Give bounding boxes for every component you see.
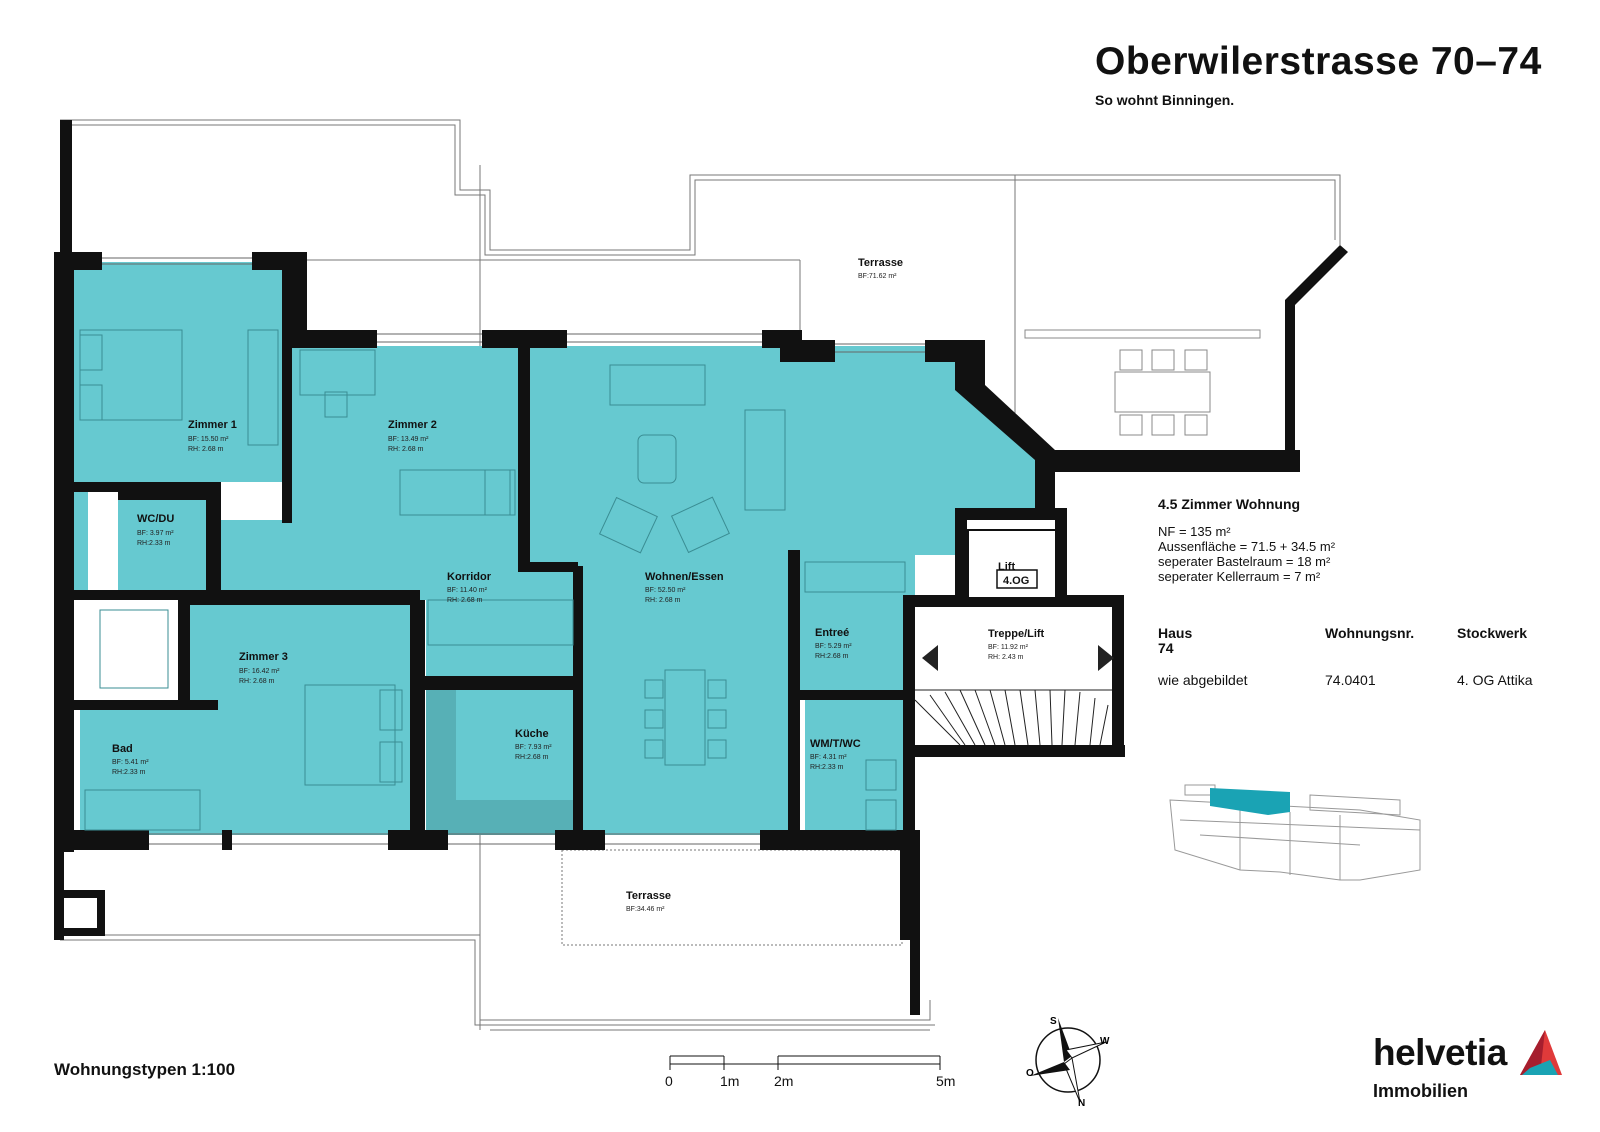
room-label-wohnen: Wohnen/Essen	[645, 571, 724, 583]
room-height-wohnen: RH: 2.68 m	[645, 597, 681, 604]
room-area-kueche: BF: 7.93 m²	[515, 744, 552, 751]
table-header-wohnungsnr: Wohnungsnr.	[1325, 625, 1415, 641]
room-height-wcdu: RH:2.33 m	[137, 540, 171, 547]
lift-floor: 4.OG	[1003, 575, 1029, 587]
room-fill-wohnen	[522, 346, 1045, 835]
scale-tick-5m: 5m	[936, 1073, 955, 1089]
unit-heading: 4.5 Zimmer Wohnung	[1158, 496, 1301, 512]
room-label-terrasse-south: Terrasse	[626, 890, 671, 902]
room-label-entree: Entreé	[815, 627, 849, 639]
scale-bar: 0 1m 2m 5m	[665, 1055, 955, 1089]
compass-n: N	[1078, 1098, 1085, 1109]
room-height-zimmer1: RH: 2.68 m	[188, 446, 224, 453]
room-area-terrasse-north: BF:71.62 m²	[858, 273, 897, 280]
room-fill-zimmer3	[185, 600, 415, 835]
room-area-korridor: BF: 11.40 m²	[447, 587, 488, 594]
page-title: Oberwilerstrasse 70–74	[1095, 40, 1542, 83]
table-header-stockwerk: Stockwerk	[1457, 625, 1528, 641]
room-area-treppe: BF: 11.92 m²	[988, 644, 1029, 651]
furniture	[79, 329, 906, 831]
room-fills	[72, 262, 1045, 835]
room-area-wcdu: BF: 3.97 m²	[137, 530, 174, 537]
compass-icon: S W O N	[1026, 1016, 1110, 1109]
room-height-zimmer2: RH: 2.68 m	[388, 446, 424, 453]
room-area-bad: BF: 5.41 m²	[112, 759, 149, 766]
room-fill-wc-ext	[72, 482, 88, 598]
room-label-kueche: Küche	[515, 728, 549, 740]
scale-tick-1m: 1m	[720, 1073, 739, 1089]
compass-o: O	[1026, 1068, 1034, 1079]
table-cell-stockwerk: 4. OG Attika	[1457, 672, 1533, 688]
room-height-wm: RH:2.33 m	[810, 764, 844, 771]
room-label-wm: WM/T/WC	[810, 738, 861, 750]
fact-kellerraum: seperater Kellerraum = 7 m²	[1158, 569, 1321, 584]
room-label-bad: Bad	[112, 743, 133, 755]
fact-nf: NF = 135 m²	[1158, 524, 1231, 539]
room-label-korridor: Korridor	[447, 571, 492, 583]
room-height-treppe: RH: 2.43 m	[988, 654, 1024, 661]
page-subtitle: So wohnt Binningen.	[1095, 92, 1235, 108]
lift-label: Lift	[998, 561, 1015, 573]
unit-facts: NF = 135 m² Aussenfläche = 71.5 + 34.5 m…	[1158, 524, 1335, 584]
compass-w: W	[1100, 1036, 1110, 1047]
room-label-zimmer2: Zimmer 2	[388, 419, 437, 431]
helvetia-logo-icon	[1520, 1030, 1562, 1075]
scale-tick-2m: 2m	[774, 1073, 793, 1089]
room-label-zimmer1: Zimmer 1	[188, 419, 237, 431]
room-fill-wcdu	[118, 500, 206, 598]
table-cell-wohnungsnr: 74.0401	[1325, 672, 1376, 688]
brand-sub: Immobilien	[1373, 1081, 1469, 1101]
room-label-wcdu: WC/DU	[137, 513, 174, 525]
room-label-zimmer3: Zimmer 3	[239, 651, 288, 663]
room-fill-korridor	[185, 520, 575, 690]
stairs	[914, 689, 1112, 746]
room-height-kueche: RH:2.68 m	[515, 754, 549, 761]
building-unit-highlight	[1210, 788, 1290, 815]
room-fill-wm	[805, 700, 905, 835]
room-area-entree: BF: 5.29 m²	[815, 643, 852, 650]
scale-tick-0: 0	[665, 1073, 673, 1089]
fact-aussenflaeche: Aussenfläche = 71.5 + 34.5 m²	[1158, 539, 1336, 554]
scale-label: Wohnungstypen 1:100	[54, 1060, 236, 1079]
room-height-bad: RH:2.33 m	[112, 769, 146, 776]
compass-s: S	[1050, 1016, 1057, 1027]
room-labels: Zimmer 1 BF: 15.50 m² RH: 2.68 m Zimmer …	[112, 257, 1045, 913]
room-height-entree: RH:2.68 m	[815, 653, 849, 660]
brand-name: helvetia	[1373, 1032, 1507, 1073]
room-area-zimmer1: BF: 15.50 m²	[188, 436, 229, 443]
arrow-right-icon	[1098, 645, 1114, 671]
kitchen-counter-bottom	[456, 800, 582, 835]
room-area-zimmer3: BF: 16.42 m²	[239, 668, 280, 675]
room-height-korridor: RH: 2.68 m	[447, 597, 483, 604]
room-area-wohnen: BF: 52.50 m²	[645, 587, 686, 594]
room-fill-bad	[80, 700, 215, 835]
lift-floor-box	[996, 569, 1038, 589]
room-label-terrasse-north: Terrasse	[858, 257, 903, 269]
room-fill-zimmer1	[72, 262, 282, 482]
room-label-treppe: Treppe/Lift	[988, 628, 1045, 640]
building-thumbnail	[1169, 784, 1421, 881]
room-fill-zimmer2	[282, 346, 522, 520]
room-area-wm: BF: 4.31 m²	[810, 754, 847, 761]
terrace-furniture	[1024, 329, 1261, 436]
fact-bastelraum: seperater Bastelraum = 18 m²	[1158, 554, 1331, 569]
kitchen-counter	[426, 690, 456, 835]
windows	[102, 257, 925, 845]
table-cell-haus: wie abgebildet	[1158, 672, 1248, 688]
arrow-left-icon	[922, 645, 938, 671]
room-area-terrasse-south: BF:34.46 m²	[626, 906, 665, 913]
walls	[54, 120, 1348, 1015]
room-fill-entree	[800, 560, 915, 700]
room-height-zimmer3: RH: 2.68 m	[239, 678, 275, 685]
table-header-haus: Haus 74	[1158, 625, 1193, 656]
room-area-zimmer2: BF: 13.49 m²	[388, 436, 429, 443]
